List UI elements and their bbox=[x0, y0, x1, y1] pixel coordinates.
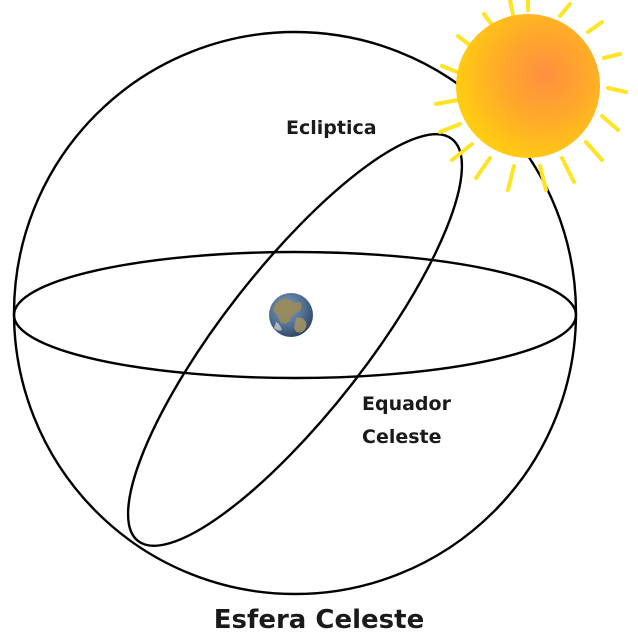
sun-icon bbox=[434, 0, 628, 192]
equator-label-line2: Celeste bbox=[362, 426, 442, 448]
earth-icon bbox=[269, 293, 313, 337]
celestial-equator-ellipse bbox=[12, 250, 578, 380]
ecliptic-label: Ecliptica bbox=[286, 117, 377, 139]
sun-disc bbox=[456, 14, 600, 158]
equator-label-line1: Equador bbox=[362, 393, 452, 415]
sphere-label: Esfera Celeste bbox=[214, 605, 424, 635]
ecliptic-ellipse bbox=[126, 133, 464, 547]
